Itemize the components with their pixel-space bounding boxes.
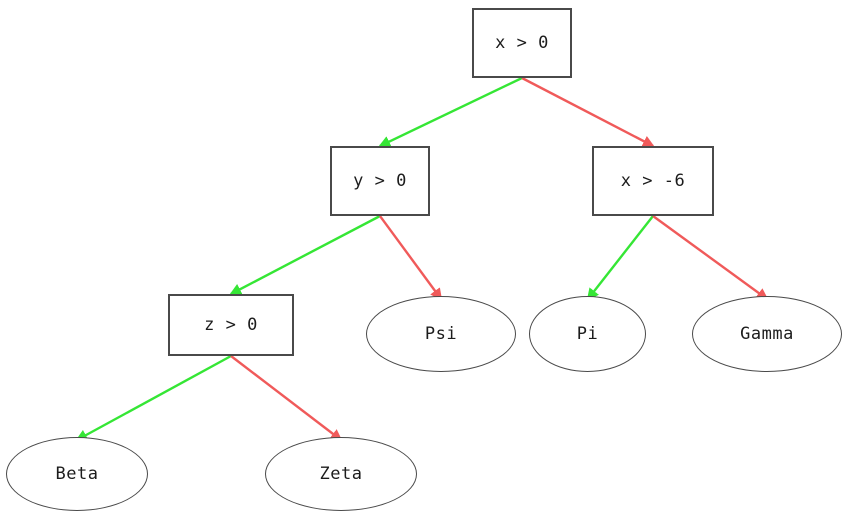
edge-root-to-x_gt_n6 [521,76,655,148]
leaf-node-gamma[interactable]: Gamma [692,296,842,372]
decision-node-x_gt_n6[interactable]: x > -6 [592,146,714,216]
edge-root-to-y_gt_0 [378,76,523,148]
edge-y_gt_0-to-z_gt_0 [229,214,381,296]
node-label: Psi [424,324,458,344]
edge-x_gt_n6-to-pi [586,215,654,301]
node-label: Gamma [740,324,794,344]
edge-y_gt_0-to-psi [379,215,443,301]
node-label: Beta [55,464,99,484]
edge-z_gt_0-to-zeta [230,355,343,442]
node-label: x > 0 [495,33,549,53]
node-label: Pi [576,324,599,344]
leaf-node-zeta[interactable]: Zeta [265,437,417,511]
edge-x_gt_n6-to-gamma [652,215,769,301]
decision-node-root[interactable]: x > 0 [472,8,572,78]
decision-node-z_gt_0[interactable]: z > 0 [168,294,294,356]
node-label: y > 0 [353,171,407,191]
leaf-node-psi[interactable]: Psi [366,296,516,372]
edge-z_gt_0-to-beta [75,354,232,442]
leaf-node-beta[interactable]: Beta [6,437,148,511]
node-label: z > 0 [204,315,258,335]
node-label: Zeta [319,464,363,484]
decision-node-y_gt_0[interactable]: y > 0 [330,146,430,216]
leaf-node-pi[interactable]: Pi [529,296,646,372]
node-label: x > -6 [620,171,686,191]
